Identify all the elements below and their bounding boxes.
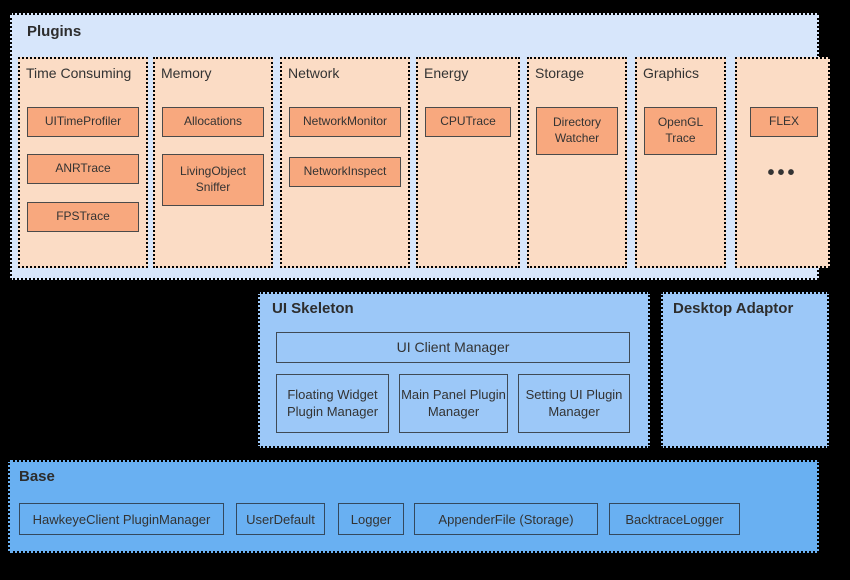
category-title: Energy [424, 65, 469, 81]
setting-ui-plugin-manager-box: Setting UI Plugin Manager [518, 374, 630, 433]
appenderfile-storage-box: AppenderFile (Storage) [414, 503, 598, 535]
userdefault-box: UserDefault [236, 503, 325, 535]
hawkeyeclient-pluginmanager-box: HawkeyeClient PluginManager [19, 503, 224, 535]
desktop-adaptor-title: Desktop Adaptor [673, 300, 794, 317]
ui-skeleton-title: UI Skeleton [272, 300, 354, 317]
plugin-module-fpstrace: FPSTrace [27, 202, 139, 232]
plugin-module-anrtrace: ANRTrace [27, 154, 139, 184]
base-section: Base HawkeyeClient PluginManager UserDef… [8, 460, 819, 553]
category-title: Graphics [643, 65, 700, 81]
base-title: Base [19, 468, 55, 485]
plugin-module-allocations: Allocations [162, 107, 264, 137]
plugin-module-networkmonitor: NetworkMonitor [289, 107, 401, 137]
plugin-module-uitimeprofiler: UITimeProfiler [27, 107, 139, 137]
category-title: Memory [161, 65, 212, 81]
plugin-category-other: FLEX ••• [735, 57, 830, 268]
plugin-category-time-consuming: Time Consuming UITimeProfiler ANRTrace F… [18, 57, 148, 268]
plugin-category-memory: Memory Allocations LivingObject Sniffer [153, 57, 273, 268]
backtracelogger-box: BacktraceLogger [609, 503, 740, 535]
plugin-category-storage: Storage Directory Watcher [527, 57, 627, 268]
category-title: Storage [535, 65, 585, 81]
ui-skeleton-section: UI Skeleton UI Client Manager Floating W… [258, 292, 650, 448]
plugin-module-directory-watcher: Directory Watcher [536, 107, 618, 155]
plugin-module-flex: FLEX [750, 107, 818, 137]
desktop-adaptor-section: Desktop Adaptor [661, 292, 829, 448]
plugins-section: Plugins Time Consuming UITimeProfiler AN… [10, 13, 830, 280]
main-panel-plugin-manager-box: Main Panel Plugin Manager [399, 374, 508, 433]
plugin-module-opengl-trace: OpenGL Trace [644, 107, 717, 155]
plugin-module-cputrace: CPUTrace [425, 107, 511, 137]
more-plugins-ellipsis-icon: ••• [767, 162, 798, 184]
plugin-category-graphics: Graphics OpenGL Trace [635, 57, 726, 268]
floating-widget-plugin-manager-box: Floating Widget Plugin Manager [276, 374, 389, 433]
plugin-category-network: Network NetworkMonitor NetworkInspect [280, 57, 410, 268]
plugin-module-networkinspect: NetworkInspect [289, 157, 401, 187]
category-title: Network [288, 65, 340, 81]
plugins-section-title: Plugins [27, 23, 82, 40]
plugin-category-energy: Energy CPUTrace [416, 57, 520, 268]
ui-client-manager-box: UI Client Manager [276, 332, 630, 363]
plugin-module-livingobject-sniffer: LivingObject Sniffer [162, 154, 264, 206]
category-title: Time Consuming [26, 65, 132, 81]
logger-box: Logger [338, 503, 404, 535]
